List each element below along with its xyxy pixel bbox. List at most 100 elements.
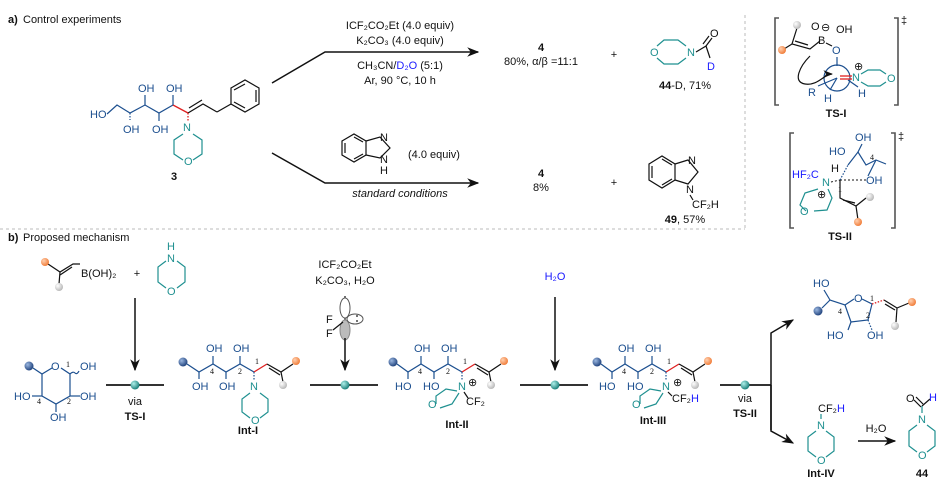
compound-label: 3 [171,171,177,183]
orange-substituent [908,298,916,306]
product-44: O H N O 44 [906,392,937,480]
benzimidazole-reagent: N N H [341,132,391,177]
teal-node [130,380,140,390]
bond [829,77,838,91]
aromatic-bond [233,101,246,109]
c-glycoside-product: HO O HO OH 1 2 4 [813,278,916,342]
ring-bond [639,388,662,404]
atom-o: O [51,361,60,373]
atom-oh: OH [123,124,140,136]
orange-substituent [854,218,862,226]
new-bond [665,363,680,373]
conditions-text: Ar, 90 °C, 10 h [364,75,436,87]
product-label: 44 [916,468,929,480]
atom-ho: HO [813,278,830,290]
ring-bond [908,424,918,453]
byproduct-yield: , 57% [677,214,705,226]
hash-bond [867,319,873,331]
via-text: via [738,393,753,405]
atom-oh: OH [866,175,883,187]
alkene [883,299,910,309]
morpholine-ring [173,133,184,161]
double-bond [794,40,809,46]
plus-charge: ⊕ [673,377,682,389]
product-yield: 8% [533,182,549,194]
benzene-ring [648,155,676,189]
atom-b: B [818,35,825,47]
plus-charge: ⊕ [468,377,477,389]
reagent-text: ICF₂CO₂Et (4.0 equiv) [346,20,454,32]
atom-o: O [918,450,927,462]
gray-substituent [691,381,699,389]
lone-pair-dot [356,315,358,317]
bond [825,42,833,47]
carbon-number: 2 [67,397,71,406]
bracket-right [891,132,896,229]
bond [463,391,469,399]
bond [895,307,898,323]
intermediate-4: CF₂H N O Int-IV [807,403,845,480]
sp2-lone-pair [346,313,364,325]
carbon-number: 1 [870,294,874,303]
atom-n: N [852,72,860,84]
bracket-left [789,132,794,229]
ring-bond [807,430,817,458]
atom-n: N [688,155,696,167]
atom-n: N [458,381,466,393]
blue-substituent [178,357,188,367]
atom-oh: OH [836,24,853,36]
bond [705,45,711,59]
ring-bond [157,260,167,289]
bond [667,391,673,397]
atom-oh: OH [50,412,67,424]
atom-ho: HO [395,381,412,393]
gray-substituent [793,21,801,29]
byproduct-yield: -D, 71% [671,80,711,92]
atom-oh: OH [166,83,183,95]
step-1: via TS-I [106,380,164,423]
ring-bond [860,81,887,87]
atom-oh: OH [441,343,458,355]
vinyl-bond [791,27,821,50]
orange-substituent [500,357,508,365]
carbon-number: 2 [650,367,654,376]
ring-bond [241,392,251,419]
aromatic-bond [233,83,246,91]
bond [821,298,855,309]
carbon-number: 4 [622,367,626,376]
bond [280,371,284,383]
step-3: H₂O [520,271,588,390]
bond [689,194,694,201]
reaction-arrow [271,47,480,84]
gray-substituent [487,381,495,389]
blue-substituent [813,306,823,316]
bracket-left [774,17,779,106]
atom-n: N [662,381,670,393]
branch-arrow-down [770,385,795,444]
atom-d: D [707,61,715,73]
ring-bond [656,39,687,47]
bond [47,263,80,273]
atom-o: O [811,21,820,33]
product-label: 4 [538,42,545,54]
carbon-number: 2 [866,311,870,320]
bond [692,371,696,383]
ts-label: TS-I [826,108,847,120]
bond [857,143,863,153]
atom-oh: OH [80,391,97,403]
atom-n: N [817,420,825,432]
atom-o: O [428,399,437,411]
reagent-text: ICF₂CO₂Et [318,259,371,271]
new-bond [172,104,189,114]
reaction-1: ICF₂CO₂Et (4.0 equiv) K₂CO₃ (4.0 equiv) … [271,20,719,92]
bond [847,79,859,88]
step-4: via TS-II [720,319,795,444]
imidazole-ring [365,136,391,159]
orange-substituent [292,357,300,365]
atom-o: O [184,156,193,168]
ring-bond [813,188,833,212]
atom-oh: OH [206,343,223,355]
new-bond [461,363,476,373]
atom-oh: OH [80,361,97,373]
